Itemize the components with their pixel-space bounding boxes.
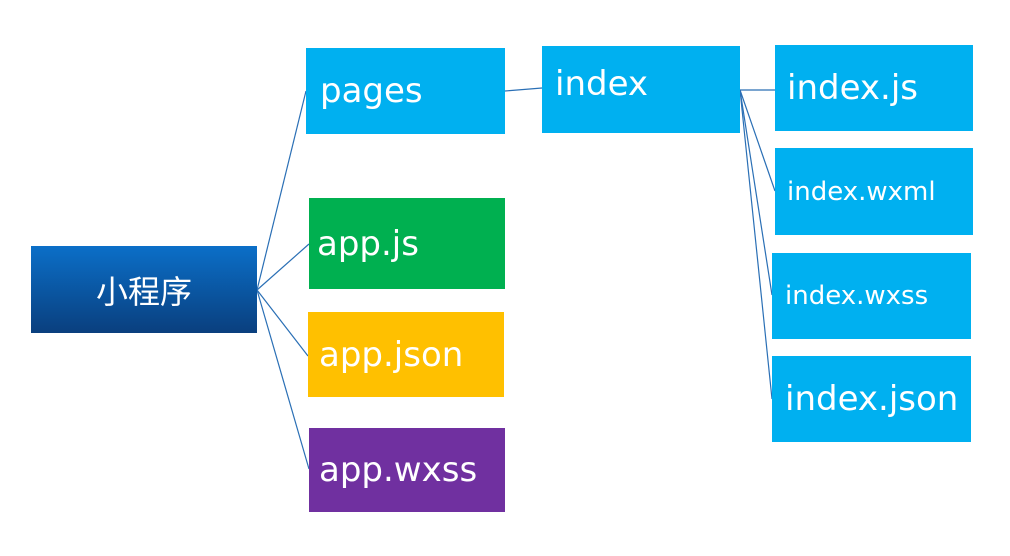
node-app-json: app.json: [308, 312, 504, 397]
connector-root-pages: [256, 90, 307, 291]
connector-index-indexjson: [739, 89, 773, 400]
connector-index-indexwxss: [739, 89, 773, 296]
connector-root-appjson: [256, 289, 309, 357]
root-node: 小程序: [31, 246, 257, 333]
node-index-wxml: index.wxml: [775, 148, 973, 235]
node-index-js: index.js: [775, 45, 973, 131]
index-js-label: index.js: [787, 68, 918, 108]
app-wxss-label: app.wxss: [319, 450, 478, 490]
index-json-label: index.json: [785, 379, 959, 419]
app-json-label: app.json: [319, 334, 464, 375]
connector-index-indexwxml: [739, 89, 776, 192]
connector-pages-index: [504, 87, 543, 92]
app-js-label: app.js: [317, 223, 419, 264]
root-label: 小程序: [95, 272, 192, 311]
node-pages: pages: [306, 48, 505, 134]
connector-root-appwxss: [256, 289, 310, 470]
index-wxml-label: index.wxml: [787, 176, 936, 207]
node-index: index: [542, 46, 740, 133]
node-index-wxss: index.wxss: [772, 253, 971, 339]
index-label: index: [555, 64, 649, 104]
pages-label: pages: [320, 71, 423, 111]
node-app-wxss: app.wxss: [309, 428, 505, 512]
node-index-json: index.json: [772, 356, 971, 442]
node-app-js: app.js: [309, 198, 505, 289]
connector-root-appjs: [256, 243, 310, 291]
index-wxss-label: index.wxss: [785, 281, 929, 311]
